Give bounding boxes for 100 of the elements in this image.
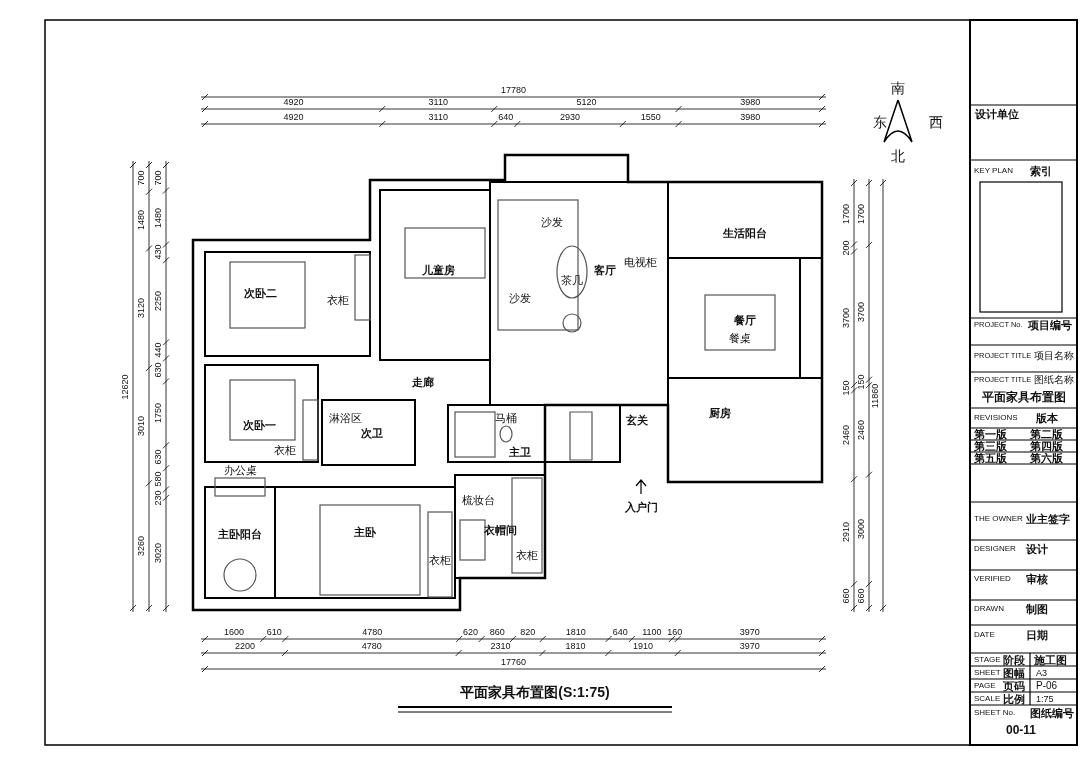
room-label: 厨房 bbox=[709, 407, 731, 419]
furniture-label: 马桶 bbox=[495, 412, 517, 424]
dimension-text: 1810 bbox=[565, 641, 586, 651]
dimension-text: 700 bbox=[153, 170, 163, 186]
dimension-text: 2250 bbox=[153, 291, 163, 312]
room-label: 主卧阳台 bbox=[218, 528, 262, 540]
dimension-text: 1100 bbox=[642, 627, 662, 637]
furniture-label: 电视柜 bbox=[623, 256, 657, 268]
title-block-text: 比例 bbox=[1003, 693, 1025, 705]
dimension-text: 160 bbox=[667, 627, 683, 637]
dimension-text: 230 bbox=[153, 490, 163, 506]
title-block-text: 第三版 bbox=[974, 440, 1007, 452]
title-block-text: 图幅 bbox=[1003, 667, 1025, 679]
dimension-text: 200 bbox=[841, 240, 851, 256]
title-block-text: KEY PLAN bbox=[974, 167, 1013, 175]
dimension-text: 3020 bbox=[153, 542, 163, 563]
dimension-text: 3700 bbox=[856, 302, 866, 323]
furniture-label: 衣柜 bbox=[516, 549, 538, 561]
title-block-text: 第四版 bbox=[1030, 440, 1063, 452]
dimension-text: 1910 bbox=[633, 641, 654, 651]
furniture-label: 梳妆台 bbox=[461, 494, 495, 506]
title-block-text: 图纸编号 bbox=[1030, 707, 1074, 719]
room-label: 次卧二 bbox=[243, 287, 277, 299]
room-label: 生活阳台 bbox=[723, 227, 767, 239]
title-block-text: 页码 bbox=[1003, 680, 1025, 692]
room-label: 客厅 bbox=[594, 264, 616, 276]
furniture-label: 衣柜 bbox=[429, 554, 451, 566]
dimension-text: 580 bbox=[153, 471, 163, 487]
dimension-text: 660 bbox=[841, 588, 851, 604]
dimension-text: 2930 bbox=[560, 112, 581, 122]
room-label: 次卫 bbox=[361, 427, 383, 439]
room-label: 入户门 bbox=[624, 501, 658, 513]
title-block-text: 第二版 bbox=[1030, 428, 1063, 440]
dimension-text: 3980 bbox=[740, 112, 761, 122]
title-block-text: SHEET No. bbox=[974, 709, 1016, 717]
title-block-text: SCALE bbox=[974, 695, 1001, 703]
room-label: 主卧 bbox=[354, 526, 376, 538]
title-block-text: P-06 bbox=[1036, 681, 1058, 691]
dimension-text: 4920 bbox=[283, 97, 304, 107]
room-label: 儿童房 bbox=[421, 264, 455, 276]
dimension-text: 1750 bbox=[153, 403, 163, 424]
compass-letter: 北 bbox=[891, 149, 905, 163]
dimension-text: 1480 bbox=[153, 207, 163, 228]
dimension-text: 610 bbox=[266, 627, 282, 637]
title-block-text: PAGE bbox=[974, 682, 996, 690]
title-block-text: 第六版 bbox=[1030, 452, 1063, 464]
title-block-text: 项目名称 bbox=[1034, 351, 1074, 361]
dimension-text: 3120 bbox=[136, 298, 146, 319]
furniture-label: 餐桌 bbox=[729, 332, 751, 344]
dimension-text: 430 bbox=[153, 244, 163, 260]
title-block-text: 第五版 bbox=[974, 452, 1007, 464]
dimension-text: 2460 bbox=[856, 419, 866, 440]
room-label: 玄关 bbox=[626, 414, 648, 426]
dimension-text: 4780 bbox=[362, 627, 383, 637]
title-block-text: 阶段 bbox=[1003, 654, 1025, 666]
dimension-text: 3110 bbox=[428, 97, 448, 107]
title-block-text: DRAWN bbox=[974, 605, 1004, 613]
dimension-text: 1600 bbox=[224, 627, 245, 637]
title-block-text: 业主签字 bbox=[1026, 513, 1070, 525]
title-block-text: STAGE bbox=[974, 656, 1001, 664]
title-block-text: REVISIONS bbox=[974, 414, 1018, 422]
room-label: 走廊 bbox=[412, 376, 434, 388]
title-block-text: 项目编号 bbox=[1028, 319, 1072, 331]
dimension-text: 17780 bbox=[501, 85, 526, 95]
drawing-caption: 平面家具布置图(S:1:75) bbox=[460, 685, 610, 699]
title-block-text: 施工图 bbox=[1034, 654, 1067, 666]
compass-letter: 南 bbox=[891, 81, 905, 95]
dimension-text: 3970 bbox=[739, 641, 760, 651]
furniture-label: 办公桌 bbox=[223, 464, 257, 476]
title-block-text: 版本 bbox=[1036, 412, 1058, 424]
furniture-label: 茶几 bbox=[561, 274, 583, 286]
dimension-text: 3110 bbox=[428, 112, 448, 122]
title-block-text: THE OWNER bbox=[974, 515, 1023, 523]
furniture-label: 沙发 bbox=[541, 216, 563, 228]
dimension-text: 150 bbox=[856, 374, 866, 390]
dimension-text: 440 bbox=[153, 342, 163, 358]
title-block-text: 日期 bbox=[1026, 629, 1048, 641]
dimension-text: 1550 bbox=[640, 112, 661, 122]
title-block-text: 图纸名称 bbox=[1034, 375, 1074, 385]
dimension-text: 1700 bbox=[856, 203, 866, 224]
title-block-text: 设计单位 bbox=[975, 108, 1019, 120]
dimension-text: 820 bbox=[520, 627, 536, 637]
dimension-text: 4920 bbox=[283, 112, 304, 122]
dimension-text: 620 bbox=[462, 627, 478, 637]
dimension-text: 2200 bbox=[234, 641, 255, 651]
compass-letter: 西 bbox=[929, 115, 943, 129]
dimension-text: 3010 bbox=[136, 415, 146, 436]
dimension-text: 5120 bbox=[576, 97, 597, 107]
title-block-text: 平面家具布置图 bbox=[982, 391, 1066, 403]
dimension-text: 3980 bbox=[740, 97, 761, 107]
title-block-text: 索引 bbox=[1030, 165, 1052, 177]
furniture-label: 淋浴区 bbox=[328, 412, 362, 424]
title-block-text: DATE bbox=[974, 631, 995, 639]
dimension-text: 860 bbox=[489, 627, 505, 637]
dimension-text: 3970 bbox=[739, 627, 760, 637]
dimension-text: 11860 bbox=[870, 383, 880, 408]
compass-letter: 东 bbox=[873, 115, 887, 129]
dimension-text: 2310 bbox=[490, 641, 511, 651]
title-block-text: VERIFIED bbox=[974, 575, 1011, 583]
room-label: 餐厅 bbox=[734, 314, 756, 326]
